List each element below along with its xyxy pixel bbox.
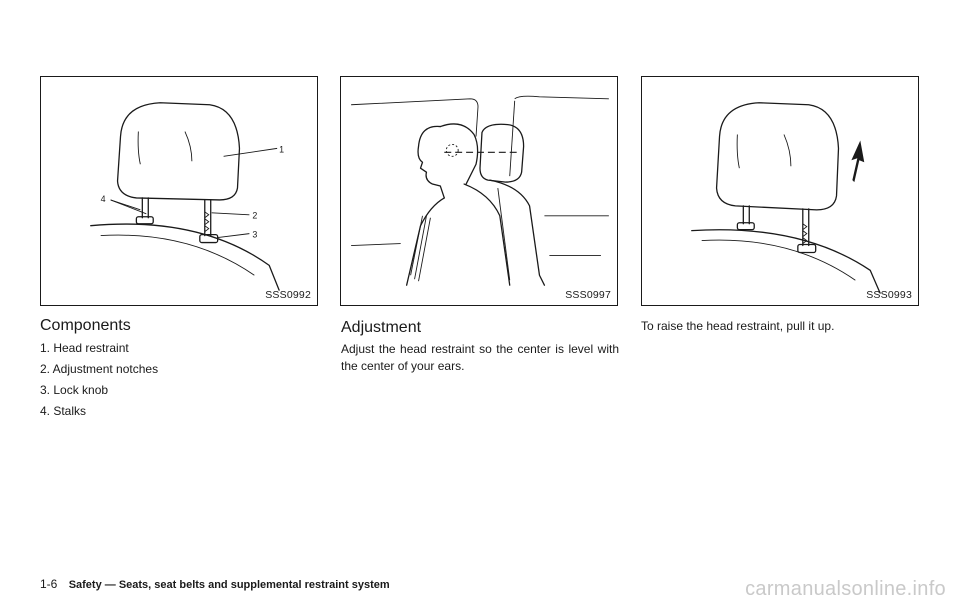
callout-4: 4 bbox=[101, 194, 106, 204]
adjustment-heading: Adjustment bbox=[341, 319, 422, 336]
up-arrow-icon bbox=[851, 140, 865, 183]
list-item: 1. Head restraint bbox=[40, 341, 129, 355]
raise-text: To raise the head restraint, pull it up. bbox=[641, 319, 835, 333]
figure-raise: SSS0993 bbox=[641, 76, 919, 306]
list-item: 3. Lock knob bbox=[40, 383, 109, 397]
section-title: Safety — Seats, seat belts and supplemen… bbox=[68, 579, 390, 591]
figure-code: SSS0992 bbox=[265, 289, 311, 301]
components-heading: Components bbox=[40, 317, 131, 334]
figure-adjustment: SSS0997 bbox=[340, 76, 618, 306]
list-item: 4. Stalks bbox=[40, 404, 87, 418]
headrest-raise-illustration bbox=[691, 102, 881, 294]
callout-1: 1 bbox=[279, 144, 284, 154]
list-item: 2. Adjustment notches bbox=[40, 362, 159, 376]
components-list: 1. Head restraint 2. Adjustment notches … bbox=[40, 341, 158, 425]
callout-2: 2 bbox=[252, 211, 257, 221]
page-number: 1-6 bbox=[40, 577, 58, 591]
adjustment-text: Adjust the head restraint so the center … bbox=[341, 342, 619, 373]
page-footer: 1-6 Safety — Seats, seat belts and suppl… bbox=[40, 577, 390, 591]
callout-3: 3 bbox=[252, 230, 257, 240]
watermark: carmanualsonline.info bbox=[745, 578, 946, 600]
figure-code: SSS0997 bbox=[565, 289, 611, 301]
driver-headrest-illustration bbox=[351, 95, 609, 286]
figure-code: SSS0993 bbox=[866, 289, 912, 301]
headrest-components-illustration: 1 2 3 4 bbox=[90, 102, 284, 291]
figure-components: 1 2 3 4 SSS0992 bbox=[40, 76, 318, 306]
